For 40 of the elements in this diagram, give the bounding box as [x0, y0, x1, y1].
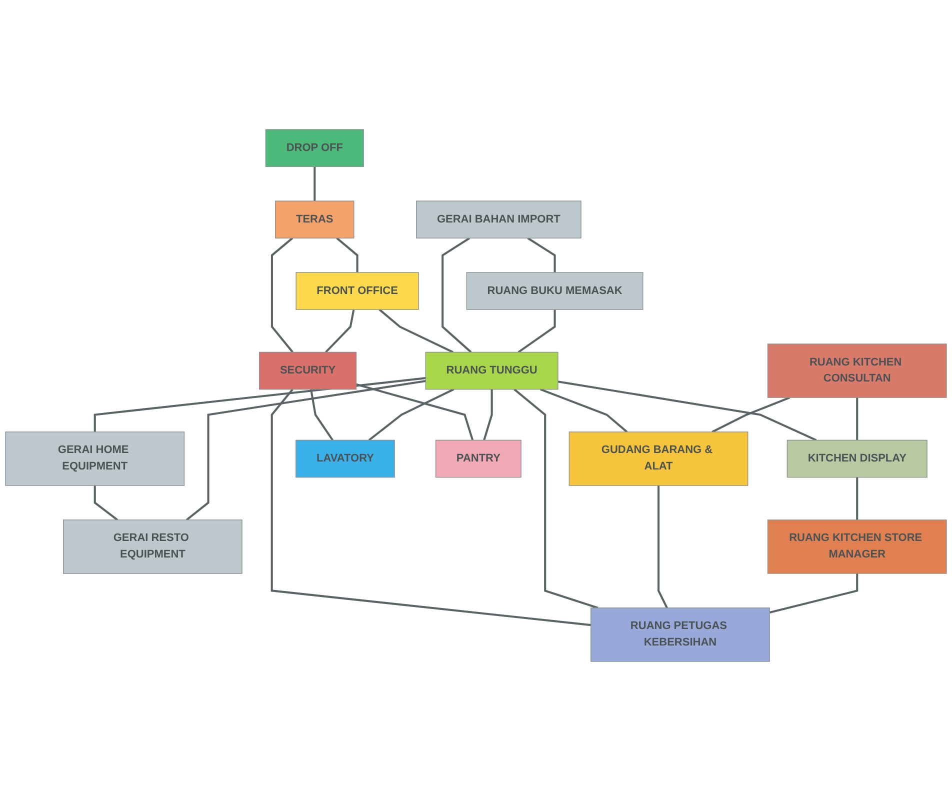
connector: [186, 380, 426, 521]
node-box: LAVATORY: [296, 440, 395, 478]
node-box: GERAI RESTO EQUIPMENT: [62, 520, 242, 574]
connector: [270, 388, 591, 626]
node-box: RUANG KITCHEN STORE MANAGER: [767, 520, 947, 574]
node-box: FRONT OFFICE: [296, 272, 419, 310]
connector: [483, 389, 493, 440]
node-box: SECURITY: [259, 352, 357, 390]
connector: [368, 388, 454, 441]
connector: [514, 388, 598, 609]
connector: [558, 380, 817, 442]
connector: [314, 166, 316, 201]
node-box: PANTRY: [435, 440, 522, 478]
connector: [712, 396, 790, 433]
node-box: GUDANG BARANG & ALAT: [568, 432, 748, 486]
connector: [442, 237, 472, 353]
connector: [356, 383, 474, 440]
connector: [270, 237, 294, 353]
node-box: RUANG TUNGGU: [425, 352, 558, 390]
connector: [527, 237, 556, 272]
node-box: DROP OFF: [265, 129, 364, 167]
connector: [657, 486, 668, 608]
node-box: RUANG KITCHEN CONSULTAN: [767, 344, 947, 398]
node-box: GERAI HOME EQUIPMENT: [5, 432, 185, 486]
node-box: RUANG BUKU MEMASAK: [466, 272, 644, 310]
connector: [325, 309, 355, 353]
node-box: RUANG PETUGAS KEBERSIHAN: [590, 608, 770, 662]
node-box: TERAS: [275, 200, 354, 238]
connector: [518, 310, 556, 354]
connector: [94, 377, 426, 432]
connector: [856, 398, 858, 440]
connector: [540, 388, 628, 433]
connector: [310, 389, 334, 441]
node-box: GERAI BAHAN IMPORT: [416, 200, 582, 238]
connector: [856, 477, 858, 520]
node-box: KITCHEN DISPLAY: [786, 440, 928, 478]
connector: [769, 574, 858, 614]
connector: [336, 237, 358, 272]
connector: [378, 308, 454, 354]
connector: [94, 486, 118, 521]
